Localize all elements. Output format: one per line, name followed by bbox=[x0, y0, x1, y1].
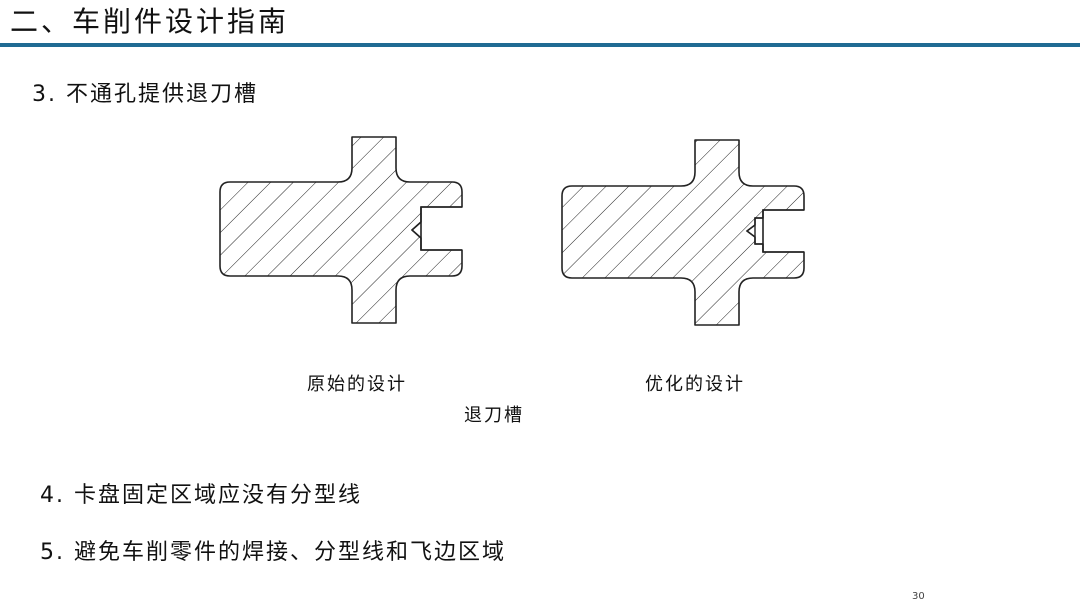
optimized-design-drawing bbox=[561, 139, 805, 326]
optimized-part-section bbox=[561, 139, 805, 326]
original-part-section bbox=[219, 136, 463, 324]
original-drill-point bbox=[410, 221, 422, 239]
optimized-design-caption: 优化的设计 bbox=[645, 374, 745, 395]
page-number: 30 bbox=[912, 591, 925, 602]
original-design-caption: 原始的设计 bbox=[307, 374, 407, 395]
guideline-item-4: 4. 卡盘固定区域应没有分型线 bbox=[40, 483, 362, 508]
optimized-drill-point bbox=[745, 224, 756, 238]
original-blind-hole bbox=[420, 206, 462, 251]
optimized-blind-hole bbox=[762, 209, 804, 253]
relief-groove-caption: 退刀槽 bbox=[464, 405, 524, 426]
original-design-drawing bbox=[219, 136, 463, 324]
guideline-item-3: 3. 不通孔提供退刀槽 bbox=[32, 82, 258, 107]
guideline-item-5: 5. 避免车削零件的焊接、分型线和飞边区域 bbox=[40, 540, 506, 565]
slide-title: 二、车削件设计指南 bbox=[10, 5, 290, 38]
title-underline bbox=[0, 43, 1080, 47]
relief-groove bbox=[754, 217, 763, 245]
